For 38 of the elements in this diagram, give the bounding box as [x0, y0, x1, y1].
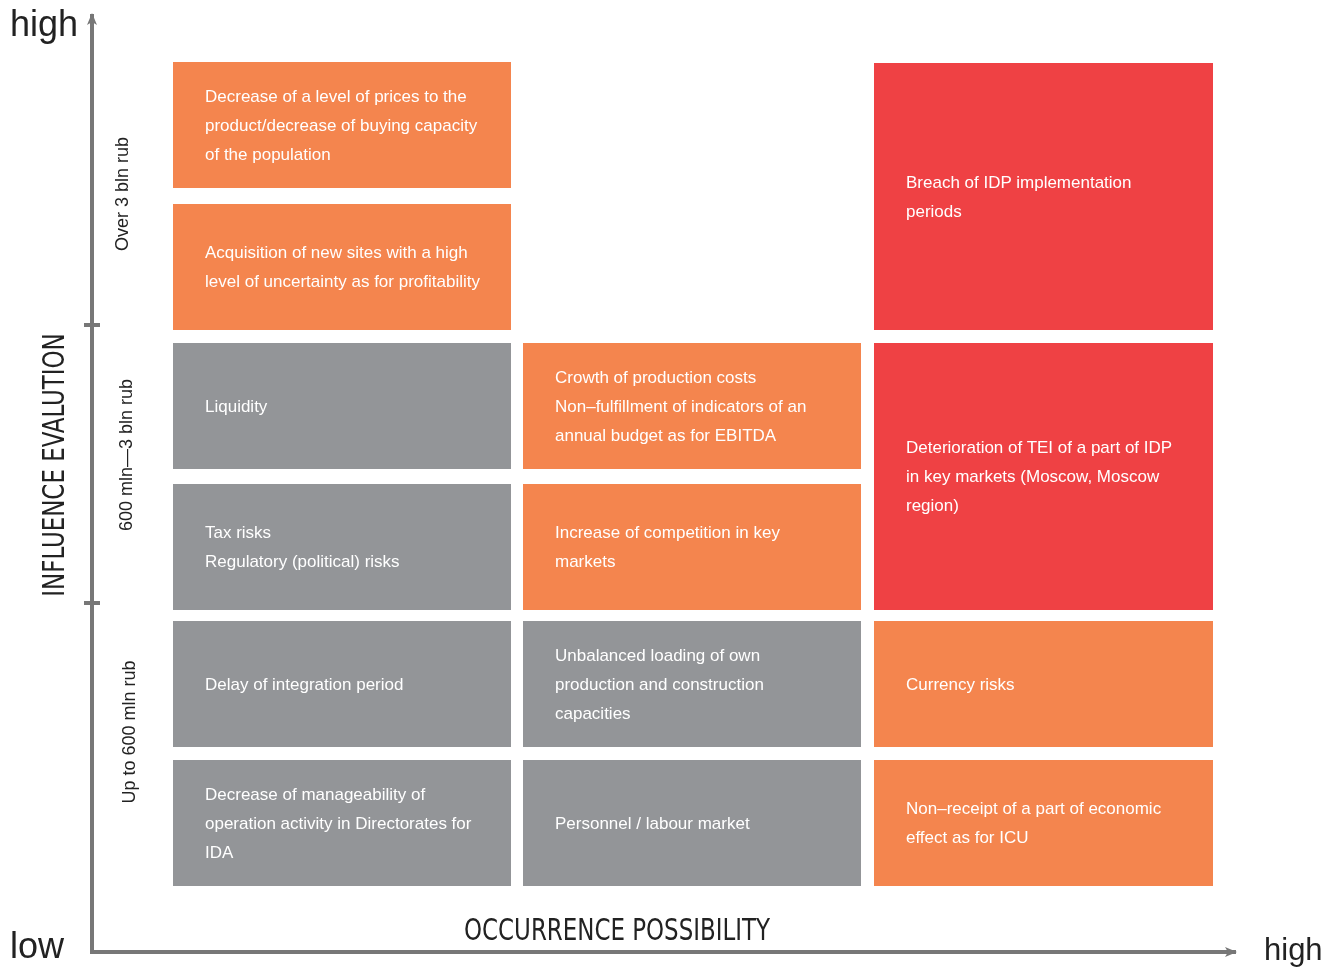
range-label: Over 3 bln rub — [113, 136, 132, 252]
risk-text: Currency risks — [906, 673, 1016, 696]
axis-end-label: low — [10, 928, 65, 964]
risk-cell — [874, 621, 1213, 747]
risk-cell — [874, 760, 1213, 886]
risk-text: Liquidity — [205, 395, 269, 418]
risk-cell — [523, 484, 861, 610]
risk-text: Decrease of a level of prices to the product/decrease of buying capacity of the population — [205, 85, 479, 166]
risk-cell — [874, 63, 1213, 330]
risk-cell — [874, 343, 1213, 610]
risk-cell — [173, 62, 511, 188]
risk-text: Tax risks — [205, 522, 273, 544]
risk-cell — [523, 760, 861, 886]
risk-cell — [173, 621, 511, 747]
risk-text: Decrease of manageability of operation activity in Directorates for IDA — [205, 783, 473, 864]
risk-cell — [173, 760, 511, 886]
risk-text: Delay of integration period — [205, 673, 405, 696]
risk-cell — [173, 484, 511, 610]
axis-title: INFLUENCE EVALUTION — [38, 333, 69, 597]
risk-text: Regulatory (political) risks — [205, 551, 401, 573]
risk-cell — [523, 621, 861, 747]
risk-cell — [173, 204, 511, 330]
axis-title: OCCURRENCE POSSIBILITY — [464, 915, 771, 945]
risk-text: Non–fulfillment of indicators of an annual budget as for EBITDA — [555, 395, 808, 447]
risk-cell — [523, 343, 861, 469]
risk-text: Crowth of production costs — [555, 366, 758, 389]
risk-text: Unbalanced loading of own production and construction capacities — [555, 644, 765, 725]
risk-text: Breach of IDP implementation periods — [906, 171, 1133, 223]
risk-text: Acquisition of new sites with a high level of uncertainty as for profitability — [205, 242, 481, 293]
axis-end-label: high — [1264, 934, 1323, 965]
risk-text: Personnel / labour market — [555, 812, 751, 835]
risk-text: Deterioration of TEI of a part of IDP in key markets (Moscow, Moscow region) — [906, 437, 1173, 517]
risk-cell — [173, 343, 511, 469]
range-label: Up to 600 mln rub — [119, 660, 138, 804]
risk-text: Non–receipt of a part of economic effect as for ICU — [906, 798, 1163, 849]
range-label: 600 mln—3 bln rub — [117, 378, 136, 532]
axis-end-label: high — [10, 6, 79, 42]
risk-text: Increase of competition in key markets — [555, 522, 781, 573]
